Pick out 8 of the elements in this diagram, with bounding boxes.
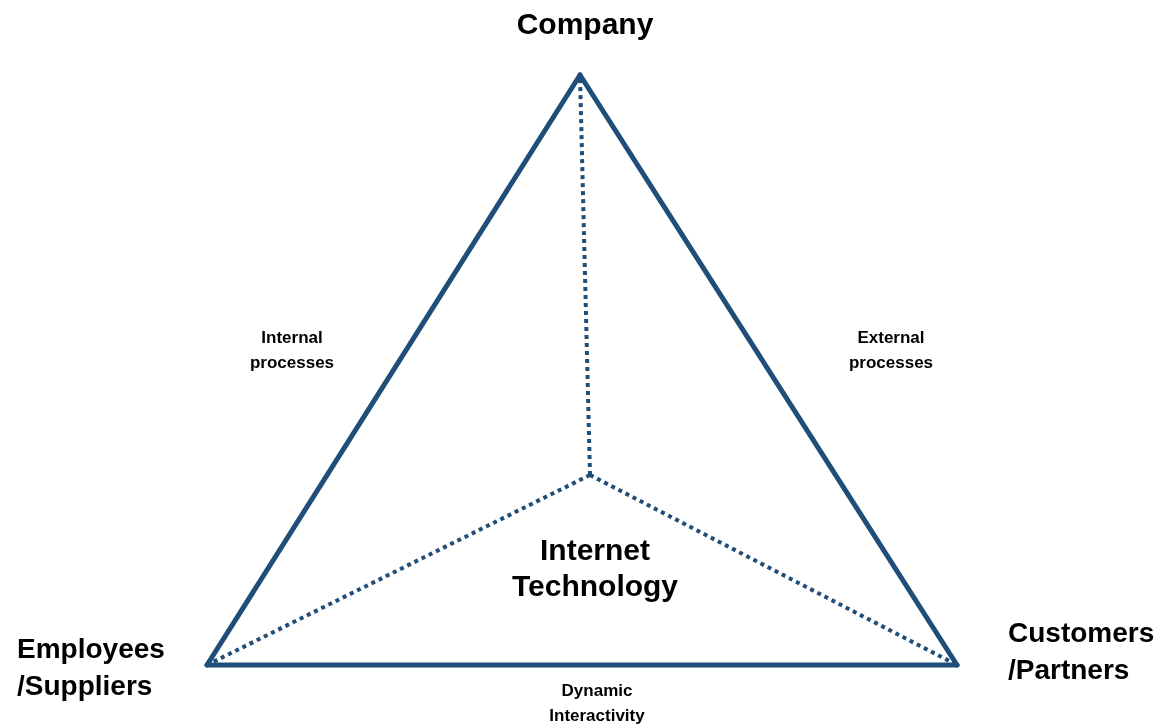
corner-label: Employees /Suppliers [17, 632, 166, 703]
corner-label: Company [516, 6, 654, 42]
dotted-line [589, 473, 958, 667]
center-label: Internet Technology [510, 532, 680, 604]
dotted-line [206, 473, 591, 667]
triangle-side [204, 662, 960, 668]
triangle-side [577, 72, 960, 668]
corner-label: Customers /Partners [1008, 616, 1156, 687]
